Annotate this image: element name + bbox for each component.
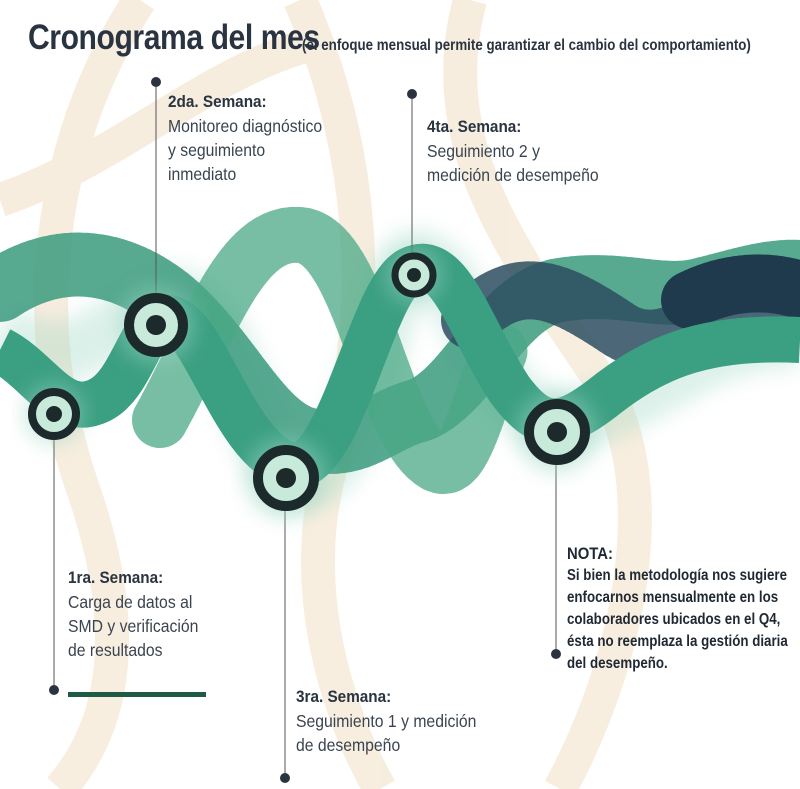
week-3-line-1: Seguimiento 1 y medición (296, 711, 477, 731)
week-4-heading: 4ta. Semana: (427, 117, 522, 136)
main-ribbon (0, 244, 800, 489)
week-2-line-3: inmediato (168, 164, 237, 184)
week-1-line-3: de resultados (68, 640, 163, 660)
title-text: Cronograma del mes (28, 18, 320, 57)
marker-week-1 (24, 384, 84, 444)
marker-week-2 (118, 287, 194, 363)
note-line-4: ésta no reemplaza la gestión diaria (567, 633, 788, 650)
week-4-line-2: medición de desempeño (427, 165, 599, 185)
note-line-1: Si bien la metodología nos sugiere (567, 567, 787, 584)
week-2-heading: 2da. Semana: (168, 92, 267, 111)
page-subtitle: (el enfoque mensual permite garantizar e… (302, 37, 751, 54)
marker-week-4 (386, 247, 442, 303)
note-line-5: del desempeño. (567, 655, 668, 672)
week-4-line-1: Seguimiento 2 y (427, 141, 540, 161)
week-3-label: 3ra. Semana: Seguimiento 1 y medición de… (296, 685, 496, 757)
note-line-3: colaboradores ubicados en el Q4, (567, 611, 781, 628)
week-1-underline (68, 692, 206, 697)
note-heading: NOTA: (567, 545, 613, 563)
connector-lines (53, 82, 557, 778)
week-1-line-1: Carga de datos al (68, 592, 193, 612)
week-1-label: 1ra. Semana: Carga de datos al SMD y ver… (68, 566, 213, 662)
week-2-label: 2da. Semana: Monitoreo diagnóstico y seg… (168, 90, 339, 186)
note-block: NOTA: Si bien la metodología nos sugiere… (567, 543, 800, 675)
week-1-heading: 1ra. Semana: (68, 568, 164, 587)
week-4-label: 4ta. Semana: Seguimiento 2 y medición de… (427, 115, 618, 187)
week-2-line-1: Monitoreo diagnóstico (168, 116, 323, 136)
week-2-line-2: y seguimiento (168, 140, 266, 160)
week-3-line-2: de desempeño (296, 735, 401, 755)
marker-note (517, 392, 597, 472)
note-line-2: enfocarnos mensualmente en los (567, 589, 779, 606)
page-title: Cronograma del mes (28, 18, 367, 58)
week-3-heading: 3ra. Semana: (296, 687, 392, 706)
marker-week-3 (246, 438, 326, 518)
week-1-line-2: SMD y verificación (68, 616, 199, 636)
connector-dots (49, 77, 561, 783)
